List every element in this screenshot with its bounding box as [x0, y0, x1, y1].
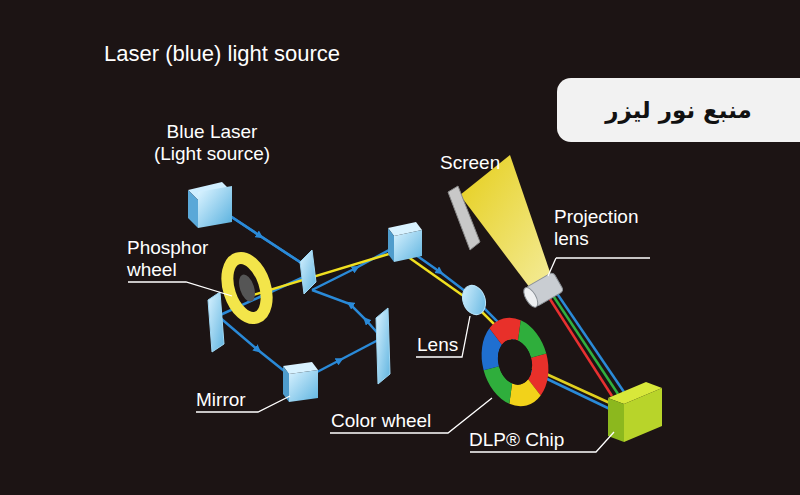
- mirror-prism: [283, 362, 318, 402]
- part-label: Projection lens: [554, 206, 664, 250]
- part-label: Mirror: [196, 389, 246, 411]
- lens: [459, 282, 490, 318]
- color-wheel: [483, 323, 548, 401]
- laser-beam: [212, 204, 514, 382]
- dichroic-mirror: [300, 250, 316, 294]
- dlp-chip: [608, 382, 662, 442]
- part-label: Screen: [440, 152, 500, 174]
- part-label: Color wheel: [331, 410, 431, 432]
- top-prism: [388, 222, 422, 262]
- part-label: DLP® Chip: [469, 429, 564, 451]
- mirror: [208, 292, 224, 352]
- diagram-title: Laser (blue) light source: [104, 41, 340, 67]
- box-text: منبع نور لیزر: [605, 97, 752, 123]
- projection-lens: [521, 272, 564, 310]
- phosphor-wheel: [220, 253, 273, 323]
- screen: [448, 186, 480, 250]
- mirror-plate: [376, 308, 390, 384]
- part-label: Lens: [417, 334, 458, 356]
- light-cone: [460, 155, 552, 288]
- part-label: Phosphor wheel: [127, 237, 227, 281]
- leader-lines: [128, 258, 650, 452]
- part-label: Blue Laser (Light source): [142, 121, 282, 165]
- laser-cube: [188, 182, 232, 228]
- label-box: منبع نور لیزر: [557, 78, 800, 142]
